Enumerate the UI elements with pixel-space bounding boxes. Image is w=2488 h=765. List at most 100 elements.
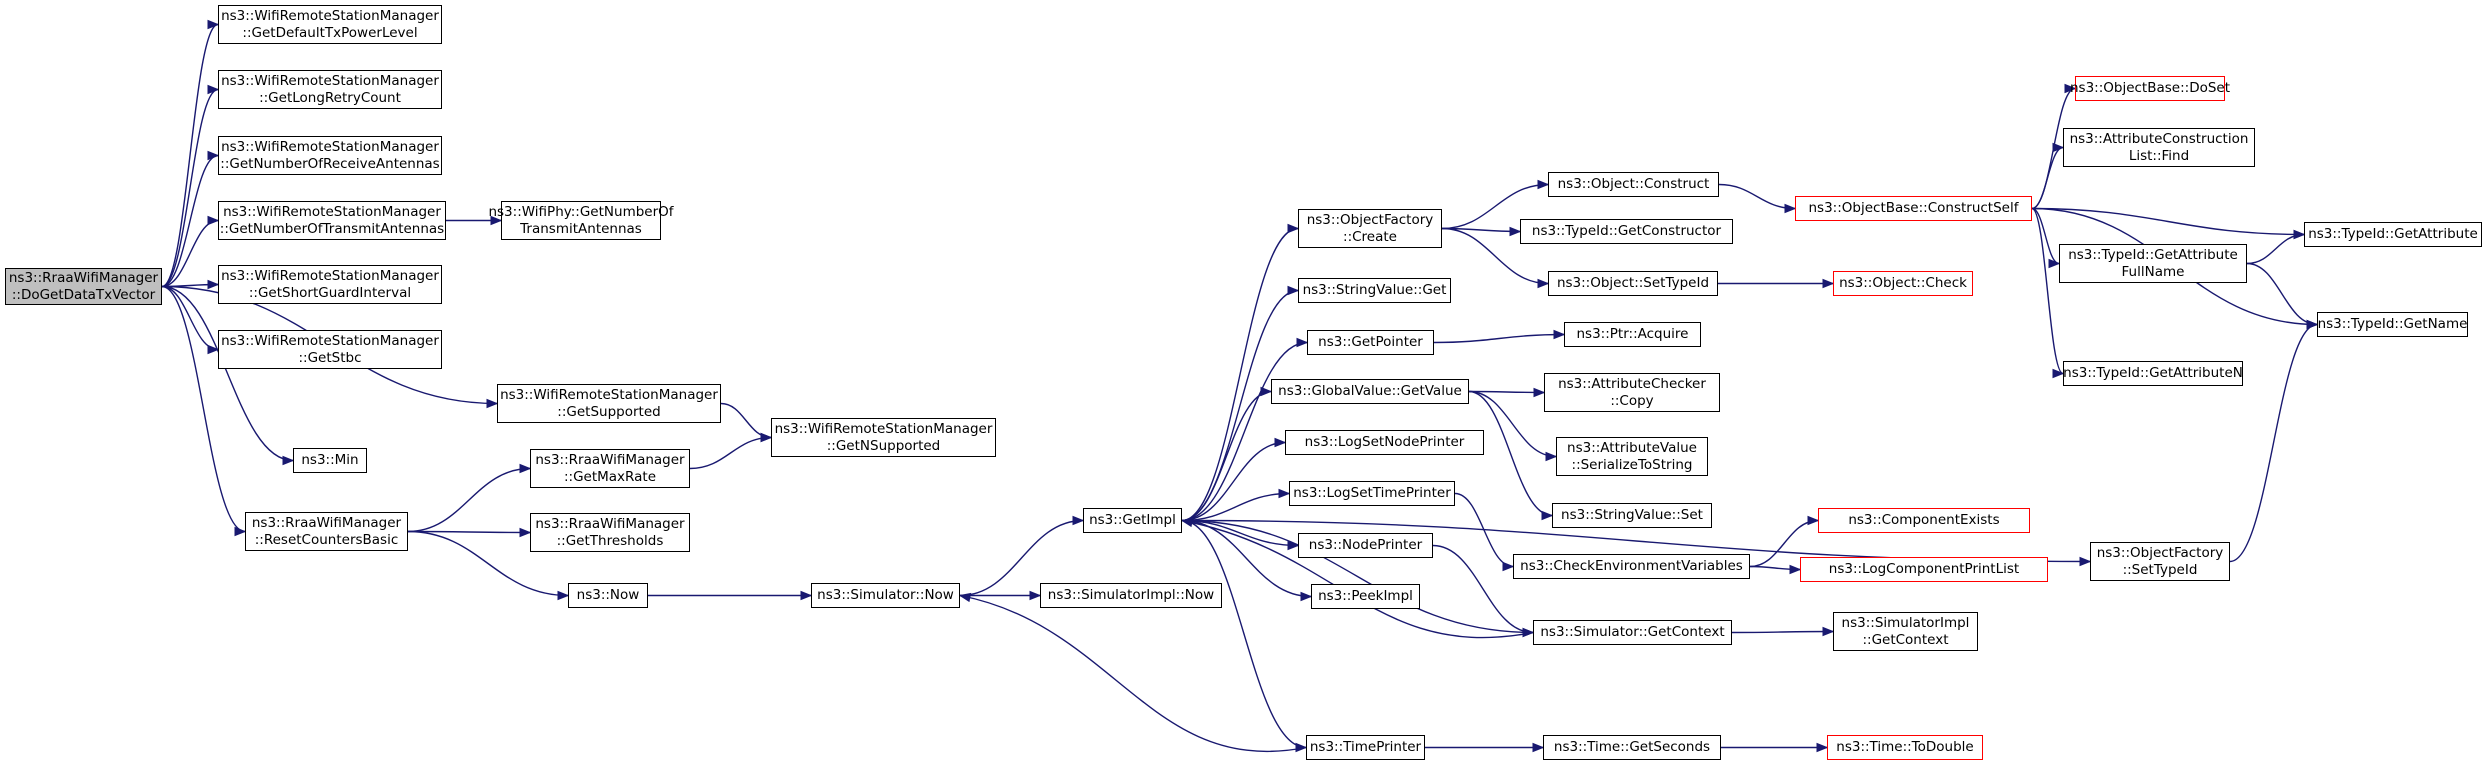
node-get-pointer[interactable]: ns3::GetPointer bbox=[1307, 330, 1434, 355]
edge-root-to-defTxPower bbox=[161, 23, 219, 288]
edge-getImpl-to-peekImpl bbox=[1181, 519, 1312, 598]
arrowhead-icon bbox=[2052, 368, 2065, 379]
edge-logTime-to-checkEnv bbox=[1454, 492, 1514, 568]
node-label-line: ns3::Ptr::Acquire bbox=[1576, 326, 1689, 342]
node-reset[interactable]: ns3::RraaWifiManager::ResetCountersBasic bbox=[245, 512, 408, 551]
node-sim-get-ctx[interactable]: ns3::Simulator::GetContext bbox=[1533, 620, 1732, 645]
node-num-tx-ant[interactable]: ns3::WifiRemoteStationManager::GetNumber… bbox=[218, 201, 446, 240]
node-peek-impl[interactable]: ns3::PeekImpl bbox=[1311, 584, 1420, 609]
node-attr-check-copy[interactable]: ns3::AttributeChecker::Copy bbox=[1544, 373, 1720, 412]
node-log-comp-print[interactable]: ns3::LogComponentPrintList bbox=[1800, 557, 2048, 582]
node-label-line: ns3::SimulatorImpl::Now bbox=[1047, 587, 1215, 603]
node-time-printer[interactable]: ns3::TimePrinter bbox=[1306, 735, 1425, 760]
node-sim-now[interactable]: ns3::Simulator::Now bbox=[811, 583, 960, 608]
node-obj-check[interactable]: ns3::Object::Check bbox=[1833, 271, 1973, 296]
arrowhead-icon bbox=[557, 590, 570, 601]
node-stbc[interactable]: ns3::WifiRemoteStationManager::GetStbc bbox=[218, 330, 442, 369]
node-time-get-sec[interactable]: ns3::Time::GetSeconds bbox=[1543, 735, 1721, 760]
node-label-line: ns3::GetPointer bbox=[1318, 334, 1423, 350]
node-ptr-acquire[interactable]: ns3::Ptr::Acquire bbox=[1564, 322, 1701, 347]
arrowhead-icon bbox=[1537, 179, 1550, 190]
arrowhead-icon bbox=[1502, 561, 1515, 572]
node-label-line: ::GetContext bbox=[1862, 631, 1949, 648]
node-time-to-double[interactable]: ns3::Time::ToDouble bbox=[1827, 735, 1983, 760]
node-label-line: ns3::Time::ToDouble bbox=[1836, 739, 1974, 755]
edge-getImpl-to-strGet bbox=[1181, 289, 1299, 522]
edge-getImpl-to-gvGetValue bbox=[1181, 390, 1272, 522]
node-label-line: ::GetShortGuardInterval bbox=[248, 284, 412, 301]
node-log-time[interactable]: ns3::LogSetTimePrinter bbox=[1289, 481, 1455, 506]
node-label-line: ns3::Time::GetSeconds bbox=[1553, 739, 1711, 755]
node-get-impl[interactable]: ns3::GetImpl bbox=[1083, 508, 1182, 533]
node-short-g-i[interactable]: ns3::WifiRemoteStationManager::GetShortG… bbox=[218, 265, 442, 304]
edge-getImpl-to-logTime bbox=[1181, 492, 1290, 522]
node-of-create[interactable]: ns3::ObjectFactory::Create bbox=[1298, 209, 1442, 248]
node-ob-do-set[interactable]: ns3::ObjectBase::DoSet bbox=[2070, 76, 2230, 101]
node-label-line: ns3::RraaWifiManager bbox=[8, 269, 159, 286]
arrowhead-icon bbox=[1287, 285, 1300, 296]
node-def-tx-power[interactable]: ns3::WifiRemoteStationManager::GetDefaul… bbox=[218, 5, 442, 44]
arrowhead-icon bbox=[234, 526, 247, 537]
node-n-supported[interactable]: ns3::WifiRemoteStationManager::GetNSuppo… bbox=[771, 418, 996, 457]
arrowhead-icon bbox=[1532, 742, 1545, 753]
node-label-line: ns3::Object::SetTypeId bbox=[1556, 275, 1710, 291]
arrowhead-icon bbox=[1553, 329, 1566, 340]
node-tid-get-name[interactable]: ns3::TypeId::GetName bbox=[2317, 312, 2468, 337]
node-sim-impl-ctx[interactable]: ns3::SimulatorImpl::GetContext bbox=[1833, 612, 1978, 651]
node-label-line: ns3::GlobalValue::GetValue bbox=[1278, 383, 1462, 399]
node-gv-get-value[interactable]: ns3::GlobalValue::GetValue bbox=[1271, 379, 1469, 404]
node-label-line: ns3::PeekImpl bbox=[1318, 588, 1413, 604]
node-num-rx-ant[interactable]: ns3::WifiRemoteStationManager::GetNumber… bbox=[218, 136, 442, 175]
node-of-set-tid[interactable]: ns3::ObjectFactory::SetTypeId bbox=[2090, 542, 2230, 581]
arrowhead-icon bbox=[1816, 742, 1829, 753]
node-str-set[interactable]: ns3::StringValue::Set bbox=[1552, 503, 1712, 528]
arrowhead-icon bbox=[1537, 278, 1550, 289]
node-tid-get-attr[interactable]: ns3::TypeId::GetAttribute bbox=[2304, 222, 2482, 247]
node-attr-val-ser[interactable]: ns3::AttributeValue::SerializeToString bbox=[1556, 437, 1708, 476]
node-root[interactable]: ns3::RraaWifiManager::DoGetDataTxVector bbox=[5, 268, 162, 305]
edge-root-to-reset bbox=[161, 285, 246, 533]
arrowhead-icon bbox=[1784, 203, 1797, 214]
node-label-line: ::GetNumberOfTransmitAntennas bbox=[219, 220, 445, 237]
node-obj-set-tid[interactable]: ns3::Object::SetTypeId bbox=[1548, 271, 1718, 296]
node-log-node[interactable]: ns3::LogSetNodePrinter bbox=[1285, 430, 1484, 455]
arrowhead-icon bbox=[1180, 517, 1194, 528]
node-label-line: ::Copy bbox=[1610, 392, 1654, 409]
node-label-line: List::Find bbox=[2128, 147, 2190, 164]
node-comp-exists[interactable]: ns3::ComponentExists bbox=[1818, 508, 2030, 533]
edge-getImpl-to-simGetCtx bbox=[1181, 519, 1534, 634]
node-now[interactable]: ns3::Now bbox=[568, 583, 648, 608]
node-label-line: ns3::TypeId::GetAttribute bbox=[2068, 246, 2238, 263]
node-str-get[interactable]: ns3::StringValue::Get bbox=[1298, 278, 1451, 303]
node-label-line: ns3::WifiRemoteStationManager bbox=[221, 332, 439, 349]
arrowhead-icon bbox=[519, 463, 532, 474]
node-label-line: ns3::WifiRemoteStationManager bbox=[221, 72, 439, 89]
node-label-line: ns3::ObjectFactory bbox=[2096, 544, 2224, 561]
node-ob-construct-self[interactable]: ns3::ObjectBase::ConstructSelf bbox=[1795, 196, 2032, 221]
node-check-env[interactable]: ns3::CheckEnvironmentVariables bbox=[1513, 554, 1750, 579]
node-label-line: ns3::StringValue::Set bbox=[1561, 507, 1703, 523]
node-label-line: ns3::AttributeChecker bbox=[1558, 375, 1706, 392]
node-sim-impl-now[interactable]: ns3::SimulatorImpl::Now bbox=[1040, 583, 1222, 608]
node-label-line: ns3::LogComponentPrintList bbox=[1828, 561, 2020, 577]
node-label-line: ::GetMaxRate bbox=[563, 468, 657, 485]
node-thresholds[interactable]: ns3::RraaWifiManager::GetThresholds bbox=[530, 513, 690, 552]
node-tid-get-ctor[interactable]: ns3::TypeId::GetConstructor bbox=[1520, 219, 1733, 244]
node-label-line: ns3::WifiRemoteStationManager bbox=[774, 420, 993, 437]
node-long-retry[interactable]: ns3::WifiRemoteStationManager::GetLongRe… bbox=[218, 70, 442, 109]
node-obj-construct[interactable]: ns3::Object::Construct bbox=[1548, 172, 1719, 197]
node-max-rate[interactable]: ns3::RraaWifiManager::GetMaxRate bbox=[530, 449, 690, 488]
arrowhead-icon bbox=[207, 344, 220, 355]
arrowhead-icon bbox=[1072, 515, 1085, 526]
node-label-line: ns3::WifiRemoteStationManager bbox=[223, 203, 441, 220]
arrowhead-icon bbox=[1287, 223, 1300, 234]
node-supported[interactable]: ns3::WifiRemoteStationManager::GetSuppor… bbox=[497, 384, 721, 423]
node-label-line: ns3::NodePrinter bbox=[1308, 537, 1423, 553]
node-node-printer[interactable]: ns3::NodePrinter bbox=[1298, 533, 1433, 558]
node-min[interactable]: ns3::Min bbox=[293, 448, 367, 473]
node-label-line: ns3::RraaWifiManager bbox=[535, 515, 685, 532]
node-tid-attr-n[interactable]: ns3::TypeId::GetAttributeN bbox=[2063, 361, 2243, 386]
